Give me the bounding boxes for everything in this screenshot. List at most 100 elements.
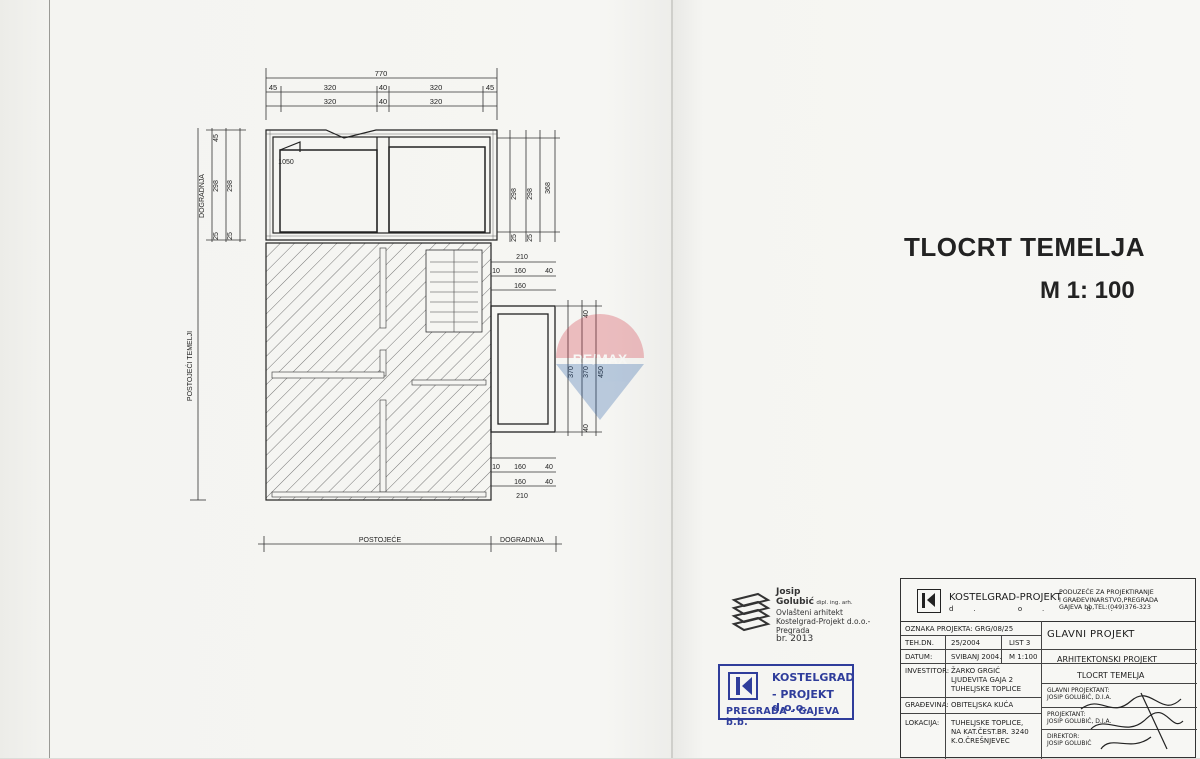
title-company-name: KOSTELGRAD-PROJEKT: [949, 592, 1062, 603]
company-stamp-line1: KOSTELGRAD: [772, 671, 855, 684]
walls-extension: [265, 129, 498, 241]
title-datum-label: DATUM:: [905, 653, 933, 661]
title-gp-label: GLAVNI PROJEKTANT:: [1047, 687, 1110, 694]
title-tlocrt: TLOCRT TEMELJA: [1077, 671, 1145, 680]
architect-name-last: Golubić: [776, 597, 814, 607]
dim-top-b: 320: [324, 83, 337, 92]
dimension-top: [265, 68, 498, 120]
dim-left-c: 298: [227, 180, 234, 192]
watermark-text: RE/MAX: [573, 351, 628, 367]
title-datum-value: SVIBANJ 2004.: [951, 653, 1002, 661]
title-lokacija-2: NA KAT.ČEST.BR. 3240: [951, 728, 1029, 736]
signature: [1080, 692, 1184, 750]
dim-right-d: 25: [511, 234, 518, 242]
dim-top-d2: 320: [430, 97, 443, 106]
dim-left-a: 45: [213, 134, 220, 142]
dim-right-e: 25: [527, 234, 534, 242]
dim-right-i: 10: [492, 268, 500, 275]
title-lokacija-label: LOKACIJA:: [905, 719, 940, 727]
title-glavni-projekt: GLAVNI PROJEKT: [1047, 629, 1135, 640]
dim-top-e: 45: [486, 83, 494, 92]
stair-note: 1050: [278, 159, 294, 166]
company-stamp-line2: - PROJEKT d.o.o.: [772, 688, 834, 714]
title-investitor-label: INVESTITOR:: [905, 667, 950, 675]
title-proj-name: JOSIP GOLUBIĆ, D.I.A.: [1047, 718, 1112, 725]
title-gradevina-label: GRAĐEVINA:: [905, 701, 949, 709]
dim-right-r: 160: [514, 464, 526, 471]
company-stamp: KOSTELGRAD - PROJEKT d.o.o. PREGRADA - G…: [718, 664, 855, 728]
sheet-title-block: TLOCRT TEMELJA M 1: 100: [904, 232, 1174, 305]
dim-right-t: 160: [514, 479, 526, 486]
title-tehdn-value: 25/2004: [951, 639, 981, 647]
dim-right-j: 160: [514, 283, 526, 290]
title-info-3: GAJEVA bb,TEL:(049)376-323: [1059, 604, 1151, 611]
dim-right-q: 10: [492, 464, 500, 471]
title-investitor-1: ŽARKO GRGIĆ: [951, 667, 1001, 675]
dim-right-v: 210: [516, 493, 528, 500]
dim-left-e: 25: [227, 232, 234, 240]
dim-right-n: 450: [598, 366, 605, 378]
title-dir-label: DIREKTOR:: [1047, 733, 1080, 740]
dim-right-a: 298: [511, 188, 518, 200]
title-list: LIST 3: [1009, 639, 1031, 647]
title-investitor-2: LJUDEVITA GAJA 2: [951, 676, 1014, 684]
dim-top-d: 320: [430, 83, 443, 92]
title-lokacija-1: TUHELJSKE TOPLICE,: [951, 719, 1024, 727]
dim-top-b2: 320: [324, 97, 337, 106]
sheet-scale: M 1: 100: [1040, 277, 1135, 304]
title-dir-name: JOSIP GOLUBIĆ: [1047, 740, 1092, 747]
dim-right-l: 370: [568, 366, 575, 378]
dimension-right: [491, 130, 602, 487]
dim-right-o: 40: [583, 310, 590, 318]
title-block-table: KOSTELGRAD-PROJEKT d. o. o. PODUZEĆE ZA …: [900, 578, 1197, 759]
company-logo-icon: [917, 589, 941, 613]
label-postojece: POSTOJEĆE: [359, 535, 402, 544]
remax-watermark: RE/MAX: [556, 314, 644, 420]
company-stamp-line3: PREGRADA - GAJEVA b.b.: [726, 706, 840, 728]
title-tehdn-label: TEH.DN.: [905, 639, 934, 647]
title-arh-projekt: ARHITEKTONSKI PROJEKT: [1057, 655, 1157, 664]
company-stamp-logo-icon: [728, 672, 758, 700]
dimension-left: [190, 128, 246, 501]
title-gradevina-value: OBITELJSKA KUĆA: [951, 701, 1014, 709]
architect-stamp: Josip Golubić dipl. ing. arh. Ovlašteni …: [728, 586, 878, 644]
dim-left-postojeci: POSTOJEĆI TEMELJI: [185, 331, 194, 401]
sheet-title: TLOCRT TEMELJA: [904, 232, 1145, 262]
dim-left-label: DOGRADNJA: [199, 174, 206, 218]
title-info-1: PODUZEĆE ZA PROJEKTIRANJE: [1059, 589, 1154, 596]
dim-right-u: 40: [545, 479, 553, 486]
paper-fold: [671, 0, 673, 758]
architect-line2: Kostelgrad-Projekt d.o.o.-Pregrada: [776, 617, 871, 635]
title-investitor-3: TUHELJSKE TOPLICE: [951, 685, 1022, 693]
dim-right-s: 40: [545, 464, 553, 471]
dim-right-h: 40: [545, 268, 553, 275]
dimension-bottom: [258, 536, 562, 552]
title-company-doo: d. o. o.: [949, 605, 1133, 613]
title-gp-name: JOSIP GOLUBIĆ, D.I.A.: [1047, 694, 1112, 701]
foundation-plan: 770 45 320 40 320 45 320 320 40: [185, 68, 644, 552]
dim-right-p: 40: [583, 424, 590, 432]
dim-right-m: 370: [583, 366, 590, 378]
dim-total: 770: [375, 69, 388, 78]
walls-side-extension: [490, 305, 556, 433]
architect-number: br. 2013: [776, 634, 814, 644]
dim-right-b: 298: [527, 188, 534, 200]
title-proj-label: PROJEKTANT:: [1047, 711, 1086, 718]
title-block-header: KOSTELGRAD-PROJEKT d. o. o. PODUZEĆE ZA …: [901, 579, 1195, 622]
architect-name-first: Josip: [776, 587, 801, 597]
architect-logo-icon: [731, 592, 771, 632]
existing-foundation: [265, 242, 492, 501]
dim-right-g: 160: [514, 268, 526, 275]
dim-top-c2: 40: [379, 97, 387, 106]
label-dogradnja: DOGRADNJA: [500, 537, 544, 544]
dim-left-b: 298: [213, 180, 220, 192]
architect-line1: Ovlašteni arhitekt: [776, 608, 843, 617]
title-mjerilo: M 1:100: [1009, 653, 1038, 661]
architect-suffix: dipl. ing. arh.: [816, 600, 853, 606]
binding-margin-line: [49, 0, 50, 758]
dim-top-c: 40: [379, 83, 387, 92]
dim-right-f: 210: [516, 254, 528, 261]
title-info-2: I GRAĐEVINARSTVO,PREGRADA: [1059, 596, 1159, 604]
title-oznaka: OZNAKA PROJEKTA: GRG/08/25: [905, 625, 1014, 633]
dim-top-a: 45: [269, 83, 277, 92]
